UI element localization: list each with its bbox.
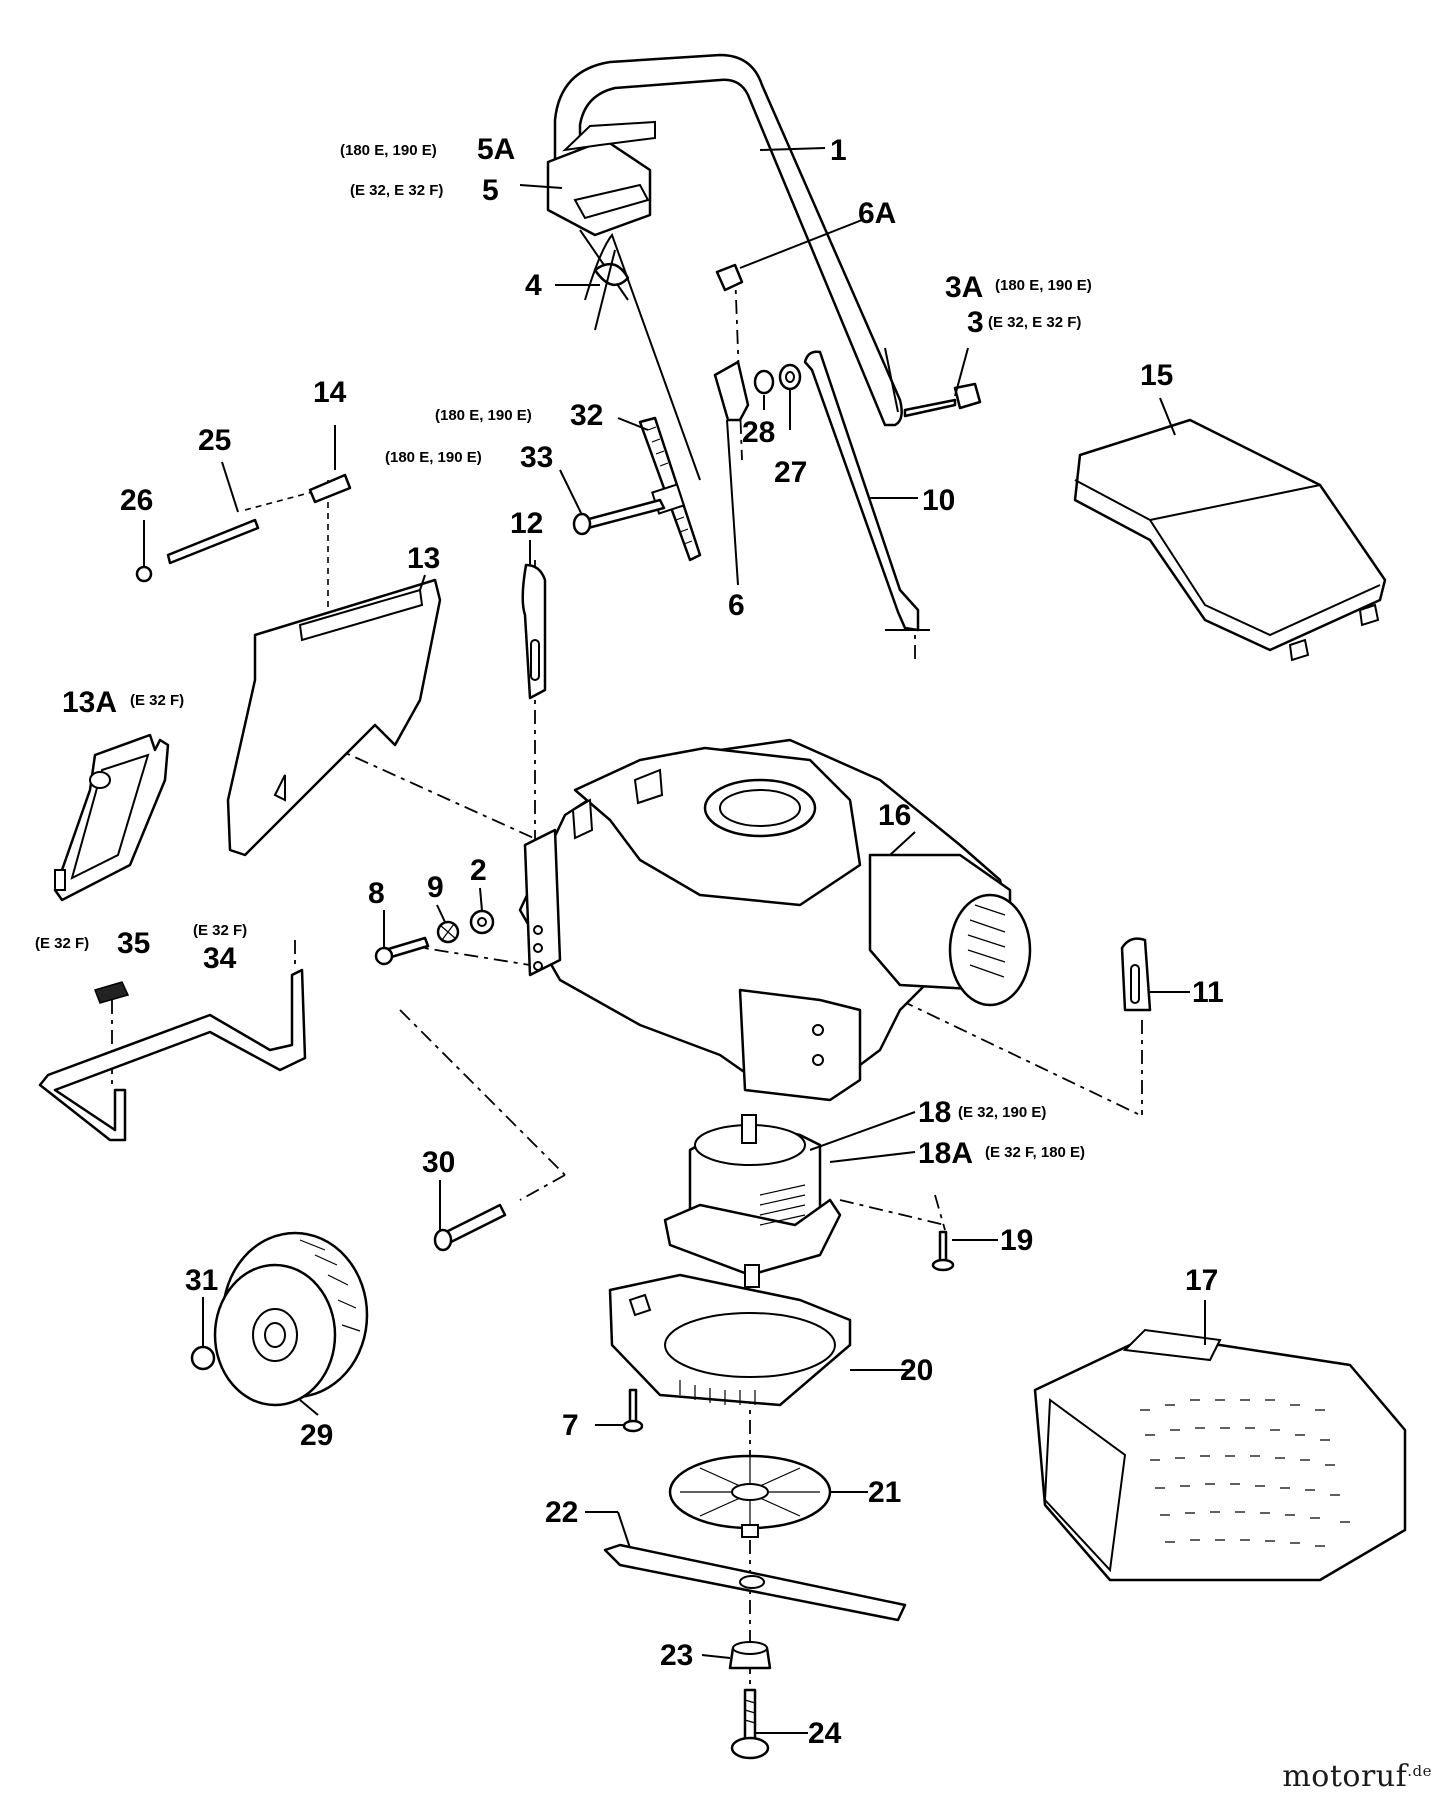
label-35-note: (E 32 F) <box>35 935 89 952</box>
label-15: 15 <box>1140 359 1173 392</box>
part-labels: 1 (180 E, 190 E) 5A (E 32, E 32 F) 5 6A … <box>35 133 1224 1750</box>
watermark-logo: motoruf.de <box>1282 1759 1432 1794</box>
label-30: 30 <box>422 1146 455 1179</box>
cutting-blade <box>603 1543 907 1622</box>
label-3A-note: (180 E, 190 E) <box>995 277 1092 294</box>
label-23: 23 <box>660 1639 693 1672</box>
label-24: 24 <box>808 1717 842 1750</box>
handle-bolt <box>903 382 982 418</box>
label-5A-note: (180 E, 190 E) <box>340 142 437 159</box>
label-18A: 18A <box>918 1137 973 1170</box>
hinge-rod <box>135 473 352 583</box>
rear-flap <box>226 578 442 857</box>
label-9: 9 <box>427 871 444 904</box>
switch-box <box>546 120 656 301</box>
label-22: 22 <box>545 1496 578 1529</box>
grass-catcher <box>1033 1328 1407 1582</box>
label-27: 27 <box>774 456 807 489</box>
label-29: 29 <box>300 1419 333 1452</box>
label-11: 11 <box>1192 976 1224 1009</box>
label-13A: 13A <box>62 686 117 719</box>
label-35: 35 <box>117 927 150 960</box>
height-bracket-left <box>521 563 547 700</box>
fan-impeller <box>668 1454 832 1538</box>
label-13A-note: (E 32 F) <box>130 692 184 709</box>
label-28: 28 <box>742 416 775 449</box>
upper-handle <box>553 53 903 427</box>
label-21: 21 <box>868 1476 901 1509</box>
guard-screw <box>622 1388 644 1433</box>
wheel <box>190 1231 369 1407</box>
label-19: 19 <box>1000 1224 1033 1257</box>
mower-housing <box>518 738 1032 1102</box>
label-3-note: (E 32, E 32 F) <box>988 314 1081 331</box>
blade-guard <box>608 1273 852 1407</box>
label-17: 17 <box>1185 1264 1218 1297</box>
cover-flap <box>1073 418 1387 662</box>
label-1: 1 <box>830 134 847 167</box>
mulch-plate <box>53 733 170 902</box>
strain-relief <box>572 416 702 562</box>
label-33: 33 <box>520 441 553 474</box>
label-5: 5 <box>482 174 499 207</box>
motor-screw <box>931 1230 955 1272</box>
label-25: 25 <box>198 424 231 457</box>
label-7: 7 <box>562 1409 579 1442</box>
watermark-suffix: .de <box>1407 1762 1432 1780</box>
label-34-note: (E 32 F) <box>193 922 247 939</box>
leader-lines <box>143 147 1206 1734</box>
blade-bolt <box>728 1641 772 1760</box>
label-31: 31 <box>185 1264 218 1297</box>
label-32-note: (180 E, 190 E) <box>435 407 532 424</box>
label-33-note: (180 E, 190 E) <box>385 449 482 466</box>
label-4: 4 <box>525 269 542 302</box>
label-10: 10 <box>922 484 955 517</box>
label-5-note: (E 32, E 32 F) <box>350 182 443 199</box>
deflector-and-bracket <box>38 968 307 1142</box>
label-5A: 5A <box>477 133 515 166</box>
label-18-note: (E 32, 190 E) <box>958 1104 1046 1121</box>
label-16: 16 <box>878 799 911 832</box>
lower-handle <box>803 350 930 632</box>
label-12: 12 <box>510 507 543 540</box>
label-6A: 6A <box>858 197 896 230</box>
housing-fasteners <box>374 909 495 966</box>
label-8: 8 <box>368 877 385 910</box>
label-3: 3 <box>967 306 984 339</box>
label-14: 14 <box>313 376 347 409</box>
watermark-text: motoruf <box>1282 1759 1408 1794</box>
axle-bolt <box>433 1203 507 1252</box>
knob-and-washers <box>713 263 802 422</box>
label-32: 32 <box>570 399 603 432</box>
label-2: 2 <box>470 854 487 887</box>
height-bracket-right <box>1120 937 1152 1012</box>
motor <box>663 1114 842 1288</box>
label-6: 6 <box>728 589 745 622</box>
label-18: 18 <box>918 1096 951 1129</box>
label-34: 34 <box>203 942 237 975</box>
label-3A: 3A <box>945 271 983 304</box>
label-13: 13 <box>407 542 440 575</box>
label-20: 20 <box>900 1354 933 1387</box>
label-26: 26 <box>120 484 153 517</box>
label-18A-note: (E 32 F, 180 E) <box>985 1144 1085 1161</box>
cable-clip <box>584 232 701 481</box>
